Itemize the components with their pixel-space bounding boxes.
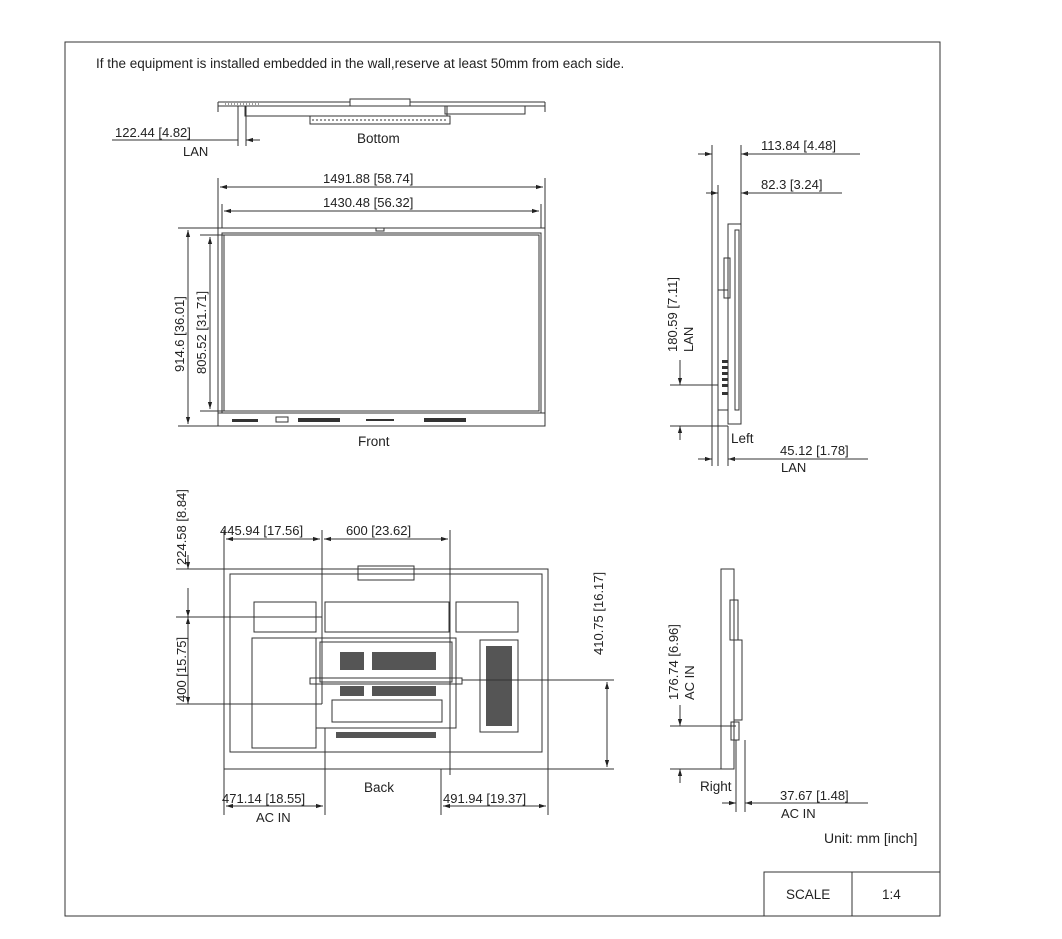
- back-vesa-height: 400 [15.75]: [174, 637, 189, 702]
- installation-note: If the equipment is installed embedded i…: [96, 56, 624, 71]
- back-acin-offset: 471.14 [18.55]: [222, 791, 305, 806]
- back-vesa-width: 600 [23.62]: [346, 523, 411, 538]
- right-acin-depth-label: AC IN: [781, 806, 816, 821]
- drawing-border: [64, 41, 941, 917]
- back-dim-lines: [176, 530, 614, 815]
- left-view-label: Left: [731, 431, 754, 446]
- left-lan-depth: 45.12 [1.78]: [780, 443, 849, 458]
- unit-label: Unit: mm [inch]: [824, 830, 917, 846]
- back-view-label: Back: [364, 780, 394, 795]
- back-right-offset: 491.94 [19.37]: [443, 791, 526, 806]
- back-vents: [336, 646, 512, 738]
- right-view: [720, 568, 743, 770]
- back-acin-label: AC IN: [256, 810, 291, 825]
- left-lan-ports: [722, 360, 728, 395]
- left-view: [717, 223, 742, 425]
- right-acin-height: 176.74 [6.96]: [666, 624, 681, 700]
- front-panel-details: [232, 227, 466, 423]
- front-dim-lines: [178, 178, 546, 427]
- back-view: [223, 565, 549, 770]
- front-width-inner: 1430.48 [56.32]: [323, 195, 413, 210]
- left-depth-total: 113.84 [4.48]: [761, 138, 836, 153]
- back-left-offset: 445.94 [17.56]: [220, 523, 303, 538]
- bottom-view-label: Bottom: [357, 131, 400, 146]
- right-dim-lines: [670, 705, 868, 812]
- back-top-offset: 224.58 [8.84]: [174, 489, 189, 565]
- bottom-lan-label: LAN: [183, 144, 208, 159]
- scale-value: 1:4: [882, 887, 901, 902]
- front-view: [217, 227, 546, 427]
- front-width-outer: 1491.88 [58.74]: [323, 171, 413, 186]
- back-right-height: 410.75 [16.17]: [591, 572, 606, 655]
- front-view-label: Front: [358, 434, 390, 449]
- right-view-label: Right: [700, 779, 732, 794]
- scale-box: [763, 871, 941, 917]
- left-lan-height-label: LAN: [681, 327, 696, 352]
- scale-label: SCALE: [786, 887, 830, 902]
- right-acin-height-label: AC IN: [682, 665, 697, 700]
- front-height-inner: 805.52 [31.71]: [194, 291, 209, 374]
- front-height-outer: 914.6 [36.01]: [172, 296, 187, 372]
- bottom-view: [217, 98, 546, 146]
- left-dim-lines: [670, 145, 868, 466]
- bottom-lan-dim: 122.44 [4.82]: [115, 125, 191, 140]
- left-lan-height: 180.59 [7.11]: [665, 277, 680, 352]
- left-depth-body: 82.3 [3.24]: [761, 177, 822, 192]
- right-acin-depth: 37.67 [1.48]: [780, 788, 849, 803]
- left-lan-depth-label: LAN: [781, 460, 806, 475]
